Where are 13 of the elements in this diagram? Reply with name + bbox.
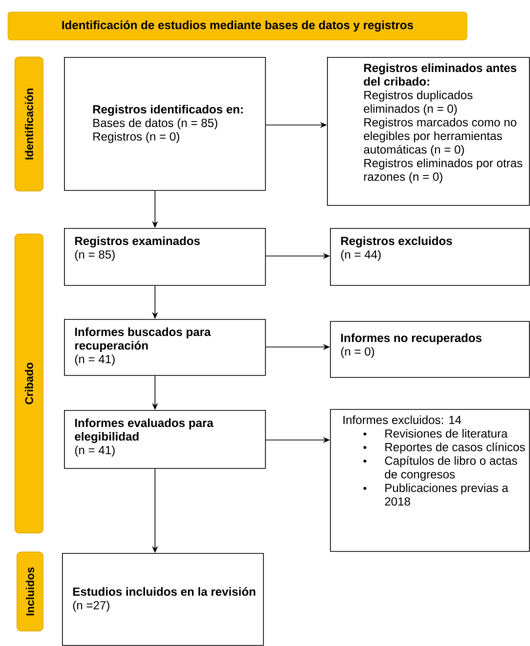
process-box: Registros identificados en: Bases de datos (n = 85) Registros (n = 0)	[64, 57, 266, 191]
phase-label: Cribado	[14, 234, 44, 534]
process-box: Informes no recuperados (n = 0)	[330, 321, 530, 378]
phase-label: Incluidos	[16, 552, 44, 632]
process-box: Informes excluidos: 14 Revisiones de literatura Reportes de casos clínicos Capítulos de libro o actas de congresos Publicaciones previas a 2018	[330, 409, 530, 552]
process-box: Estudios incluidos en la revisión (n =27)	[62, 553, 264, 646]
header-band: Identificación de estudios mediante bases de datos y registros	[8, 12, 468, 40]
process-box: Informes buscados para recuperación (n = 41)	[64, 319, 266, 376]
process-box: Registros excluidos (n = 44)	[330, 228, 530, 286]
process-box: Registros examinados (n = 85)	[64, 228, 266, 286]
process-box: Informes evaluados para elegibilidad (n = 41)	[64, 410, 266, 469]
process-box: Registros eliminados antes del cribado: Registros duplicados eliminados (n = 0) Registros marcados como no elegibles por herramientas automáticas (n = 0) Registros eliminados por otras razones (n = 0)	[327, 57, 530, 206]
phase-label: Identificación	[14, 56, 44, 192]
